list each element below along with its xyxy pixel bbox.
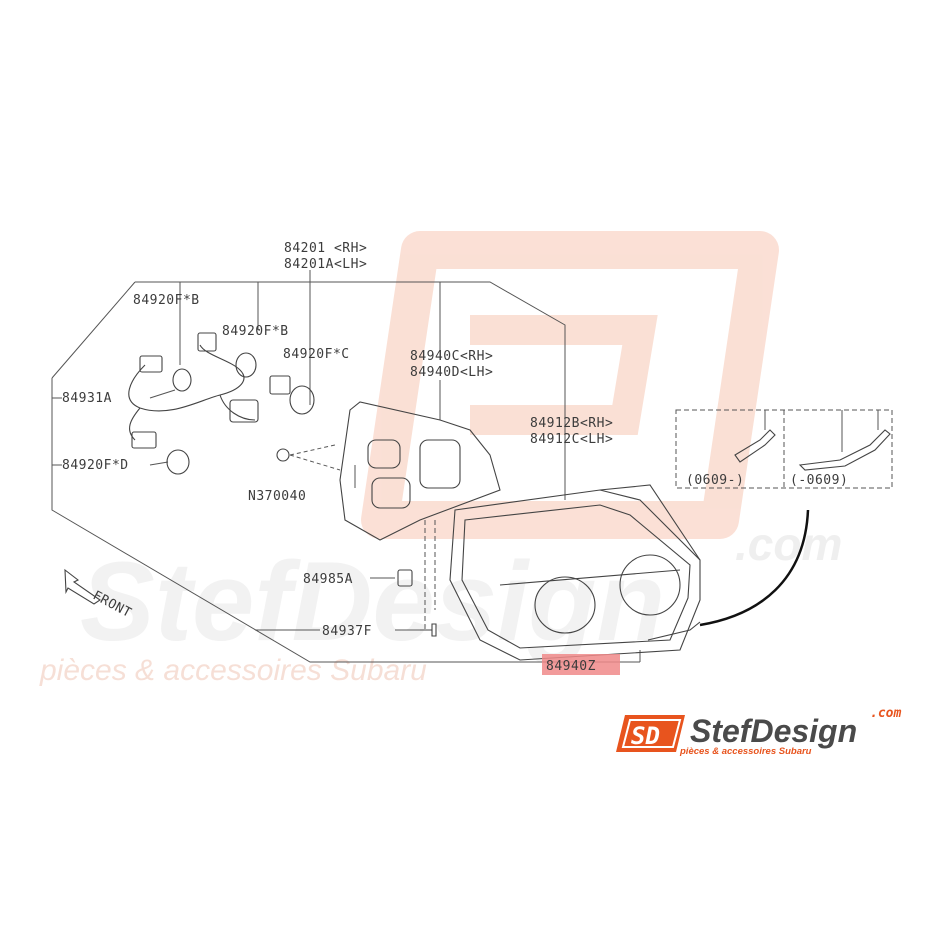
label-seal: 84940Z <box>546 659 596 674</box>
label-nut: N370040 <box>248 489 306 504</box>
logo-domain: .com <box>870 706 901 721</box>
label-housing-lh: 84912C<LH> <box>530 432 613 447</box>
label-bulb-b2: 84920F*B <box>222 324 289 339</box>
label-lh-lamp: 84201A<LH> <box>284 257 367 272</box>
label-bulb-c: 84920F*C <box>283 347 350 362</box>
brand-logo[interactable]: SD StefDesign .com pièces & accessoires … <box>616 706 901 757</box>
label-rh-lamp: 84201 <RH> <box>284 241 367 256</box>
label-clip: 84985A <box>303 572 353 587</box>
bulbs <box>166 352 315 475</box>
label-gasket-lh: 84940D<LH> <box>410 365 493 380</box>
clip-and-screw <box>397 569 437 637</box>
lamp-housing <box>449 484 701 661</box>
gasket <box>339 401 501 541</box>
watermark-tagline: pièces & accessoires Subaru <box>39 654 427 687</box>
label-housing-rh: 84912B<RH> <box>530 416 613 431</box>
label-bulb-d: 84920F*D <box>62 458 129 473</box>
label-bulb-b1: 84920F*B <box>133 293 200 308</box>
watermark-domain: .com <box>735 518 842 570</box>
watermark: StefDesign .com pièces & accessoires Sub… <box>39 231 842 687</box>
logo-mark-icon <box>616 715 685 752</box>
callout-labels: 84201 <RH> 84201A<LH> 84920F*B 84920F*B … <box>62 241 848 675</box>
watermark-logo-mark <box>361 231 779 539</box>
label-variant-old: (-0609) <box>790 473 848 488</box>
variant-inset <box>675 409 893 489</box>
seal-wire <box>647 509 810 641</box>
watermark-brand: StefDesign <box>80 539 665 664</box>
assembly-outline <box>51 281 640 663</box>
label-gasket-rh: 84940C<RH> <box>410 349 493 364</box>
logo-tagline: pièces & accessoires Subaru <box>679 746 812 757</box>
label-variant-new: (0609-) <box>686 473 744 488</box>
label-harness: 84931A <box>62 391 112 406</box>
label-seal-highlight <box>542 654 620 675</box>
logo-brand: StefDesign <box>690 713 857 749</box>
label-screw: 84937F <box>322 624 372 639</box>
bulb-harness <box>128 332 291 449</box>
logo-mark: SD <box>631 722 660 750</box>
